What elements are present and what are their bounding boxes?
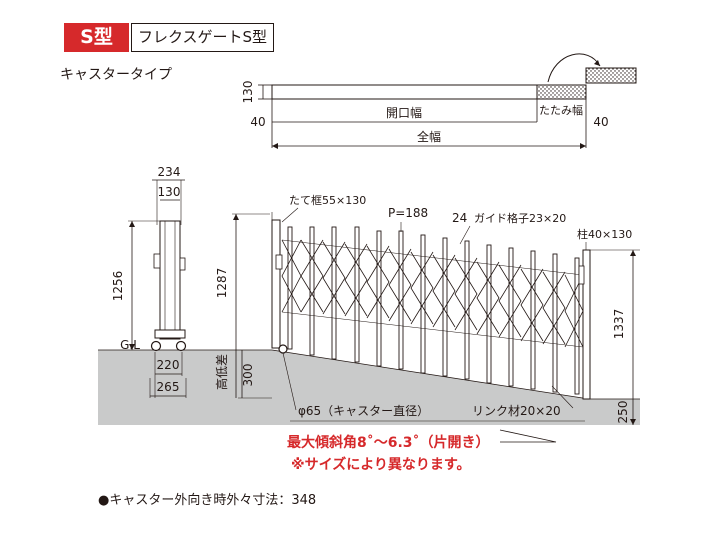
grid-count: 24 xyxy=(452,211,467,225)
max-angle-note: 最大傾斜角8˚～6.3˚（片開き） xyxy=(287,435,490,451)
front-view: 1287 高低差 300 たて框55×130 xyxy=(214,194,640,443)
side-width-inner: 130 xyxy=(158,185,181,199)
ground-surface xyxy=(98,350,640,425)
side-width-top: 234 xyxy=(158,165,181,179)
post-label: 柱40×130 xyxy=(577,227,632,241)
plan-total-width: 全幅 xyxy=(417,129,441,144)
plan-opening-width: 開口幅 xyxy=(386,105,422,120)
plan-view: 130 開口幅 たたみ幅 40 40 全幅 xyxy=(241,53,637,149)
plan-folded-area xyxy=(536,84,587,100)
side-height: 1256 xyxy=(111,271,125,302)
plan-right-margin: 40 xyxy=(593,115,608,129)
angle-indicator xyxy=(499,429,557,443)
side-view: G.L 234 130 1256 220 265 xyxy=(111,165,187,398)
caster-label: φ65（キャスター直径） xyxy=(298,404,429,418)
side-post xyxy=(159,220,181,340)
level-diff-label: 高低差 xyxy=(214,354,229,390)
plan-folded-swing xyxy=(585,67,637,84)
front-height-left: 1287 xyxy=(215,268,229,299)
side-base-inner: 220 xyxy=(157,358,180,372)
plan-folded-width: たたみ幅 xyxy=(539,104,583,117)
model-type-badge: S型 xyxy=(64,23,129,52)
plan-height-dim: 130 xyxy=(241,81,255,104)
side-caster-right xyxy=(175,340,187,352)
pitch-label: P=188 xyxy=(388,206,428,220)
caster-dimension-note: ●キャスター外向き時外々寸法：348 xyxy=(98,493,317,508)
front-caster xyxy=(278,344,288,354)
plan-swing-arrow xyxy=(547,53,601,83)
size-note: ※サイズにより異なります。 xyxy=(291,457,471,473)
front-bottom-right: 250 xyxy=(616,401,630,424)
link-lattice xyxy=(281,239,584,348)
plan-left-margin: 40 xyxy=(250,115,265,129)
caster-type-label: キャスタータイプ xyxy=(60,67,172,83)
frame-label: たて框55×130 xyxy=(289,194,366,207)
model-name-box: フレクスゲートS型 xyxy=(131,23,274,52)
side-base-outer: 265 xyxy=(157,380,180,394)
side-caster-left xyxy=(150,340,162,352)
front-frame xyxy=(271,219,281,349)
level-diff-value: 300 xyxy=(241,364,255,387)
guide-label: ガイド格子23×20 xyxy=(474,211,566,225)
slope-line xyxy=(271,349,590,400)
front-height-right: 1337 xyxy=(612,309,626,340)
end-post xyxy=(582,249,591,400)
link-label: リンク材20×20 xyxy=(472,404,561,418)
